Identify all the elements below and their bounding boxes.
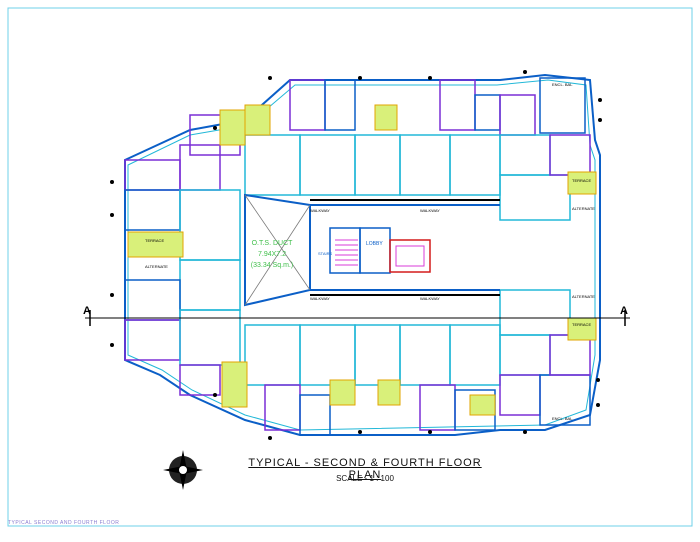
stairs-label: STAIRS — [318, 251, 332, 256]
structural-columns — [110, 70, 602, 440]
north-arrow-icon — [163, 450, 203, 490]
terrace-label-right-lower: TERRACE — [572, 322, 591, 327]
lower-apartment-rooms — [244, 289, 591, 436]
drawing-frame — [7, 7, 693, 527]
walkway-upper-right: WALKWAY — [420, 208, 440, 213]
upper-apartment-rooms — [244, 77, 591, 221]
terrace-label-right-upper: TERRACE — [572, 178, 591, 183]
alternate-terrace-left: ALTERNATE — [145, 264, 168, 269]
walkway-lower-left: WALKWAY — [310, 296, 330, 301]
terraces — [127, 104, 597, 416]
encl-bal-top: ENCL. BAL — [552, 82, 573, 87]
alternate-terrace-right-lower: ALTERNATE — [572, 294, 595, 299]
encl-bal-bottom: ENCL. BAL — [552, 416, 573, 421]
section-line — [85, 310, 630, 326]
duct-sqm: (33.34 Sq.m.) — [251, 262, 293, 269]
building-outline — [124, 73, 601, 436]
walkway-upper-left: WALKWAY — [310, 208, 330, 213]
duct-area: 7.94X7.2 — [258, 251, 286, 258]
alternate-terrace-right-upper: ALTERNATE — [572, 206, 595, 211]
section-marker-left: A — [83, 305, 91, 317]
footer-caption: TYPICAL SECOND AND FOURTH FLOOR — [8, 520, 120, 526]
walkway-lower-right: WALKWAY — [420, 296, 440, 301]
drawing-scale: SCALE - 1 : 100 — [336, 474, 394, 483]
terrace-label-left: TERRACE — [145, 238, 164, 243]
central-core — [244, 193, 500, 307]
drawing-title: TYPICAL - SECOND & FOURTH FLOOR PLAN — [248, 457, 482, 481]
duct-label: O.T.S. DUCT — [252, 240, 294, 247]
section-marker-right: A — [620, 305, 628, 317]
left-wing-rooms — [124, 114, 241, 396]
lobby-label: LOBBY — [366, 241, 383, 247]
